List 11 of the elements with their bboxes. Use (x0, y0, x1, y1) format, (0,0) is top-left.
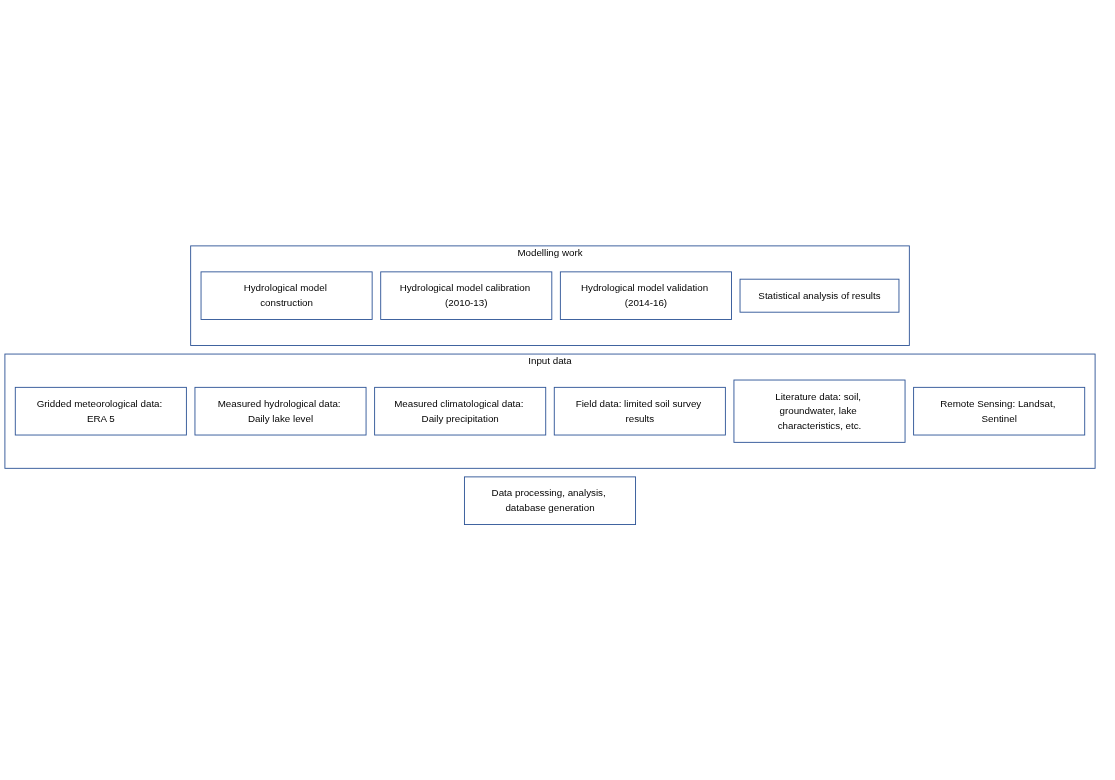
node-box: Gridded meteorological data: ERA 5 (14, 386, 187, 436)
node-box: Hydrological model validation (2014-16) (559, 271, 732, 320)
node-box: Hydrological model construction (200, 271, 373, 320)
node-box: Field data: limited soil survey results (553, 386, 726, 436)
node-box: Hydrological model calibration (2010-13) (380, 271, 553, 320)
node-box: Data processing, analysis, database generation (464, 476, 636, 525)
node-box: Measured hydrological data: Daily lake level (194, 386, 367, 436)
node-box: Remote Sensing: Landsat, Sentinel (913, 386, 1086, 436)
node-box: Statistical analysis of results (739, 278, 900, 313)
node-box: Literature data: soil, groundwater, lake characteristics, etc. (733, 379, 906, 443)
node-box: Measured climatological data: Daily precipitation (374, 386, 547, 436)
